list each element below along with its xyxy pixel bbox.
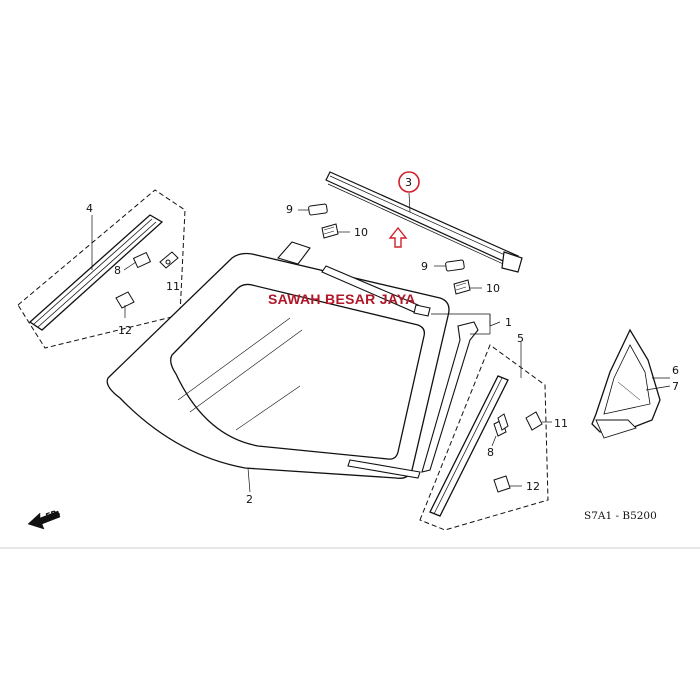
clip-9-right bbox=[434, 259, 465, 272]
callout-2: 2 bbox=[246, 493, 253, 506]
part-5-molding bbox=[429, 375, 509, 517]
part-5-group bbox=[419, 342, 549, 531]
clip-8-left bbox=[123, 251, 152, 271]
callout-8-left: 8 bbox=[114, 264, 121, 277]
callout-9-right: 9 bbox=[421, 260, 428, 273]
callout-10-right: 10 bbox=[486, 282, 500, 295]
part-3-molding bbox=[325, 171, 523, 273]
leader-3 bbox=[408, 192, 411, 213]
callout-9-top: 9 bbox=[286, 203, 293, 216]
callout-7: 7 bbox=[672, 380, 679, 393]
clip-12-left bbox=[115, 291, 135, 318]
clip-8-right bbox=[491, 413, 509, 447]
leader-2 bbox=[247, 467, 251, 493]
part-5-dashed-box bbox=[419, 344, 549, 531]
highlight-arrow-up bbox=[388, 226, 408, 248]
clip-10-top bbox=[321, 223, 350, 239]
callout-8-right: 8 bbox=[487, 446, 494, 459]
clip-11-left bbox=[159, 251, 179, 269]
clip-9-top bbox=[298, 203, 328, 216]
callout-5: 5 bbox=[517, 332, 524, 345]
callout-12-right: 12 bbox=[526, 480, 540, 493]
callout-6: 6 bbox=[672, 364, 679, 377]
clip-10-right bbox=[453, 279, 482, 295]
windshield-glass bbox=[106, 252, 450, 479]
highlight-circle-3 bbox=[398, 171, 420, 193]
front-label: FR. bbox=[45, 508, 62, 522]
part-4-group bbox=[17, 189, 186, 349]
seal-strips bbox=[277, 241, 479, 479]
front-arrow-icon bbox=[27, 510, 61, 530]
watermark-text: SAWAH BESAR JAYA bbox=[268, 291, 416, 307]
callout-11-right: 11 bbox=[554, 417, 568, 430]
callout-10-top: 10 bbox=[354, 226, 368, 239]
clip-11-right bbox=[525, 411, 552, 431]
callout-11-left: 11 bbox=[166, 280, 180, 293]
callout-4: 4 bbox=[86, 202, 93, 215]
diagram-code: S7A1 - B5200 bbox=[584, 510, 657, 522]
callout-3: 3 bbox=[405, 176, 412, 189]
clip-12-right bbox=[493, 475, 522, 493]
leader-1 bbox=[431, 313, 501, 335]
part-4-molding bbox=[28, 214, 164, 331]
quarter-glass bbox=[591, 328, 671, 439]
callout-1: 1 bbox=[505, 316, 512, 329]
part-4-dashed-box bbox=[17, 189, 186, 349]
callout-12-left: 12 bbox=[118, 324, 132, 337]
